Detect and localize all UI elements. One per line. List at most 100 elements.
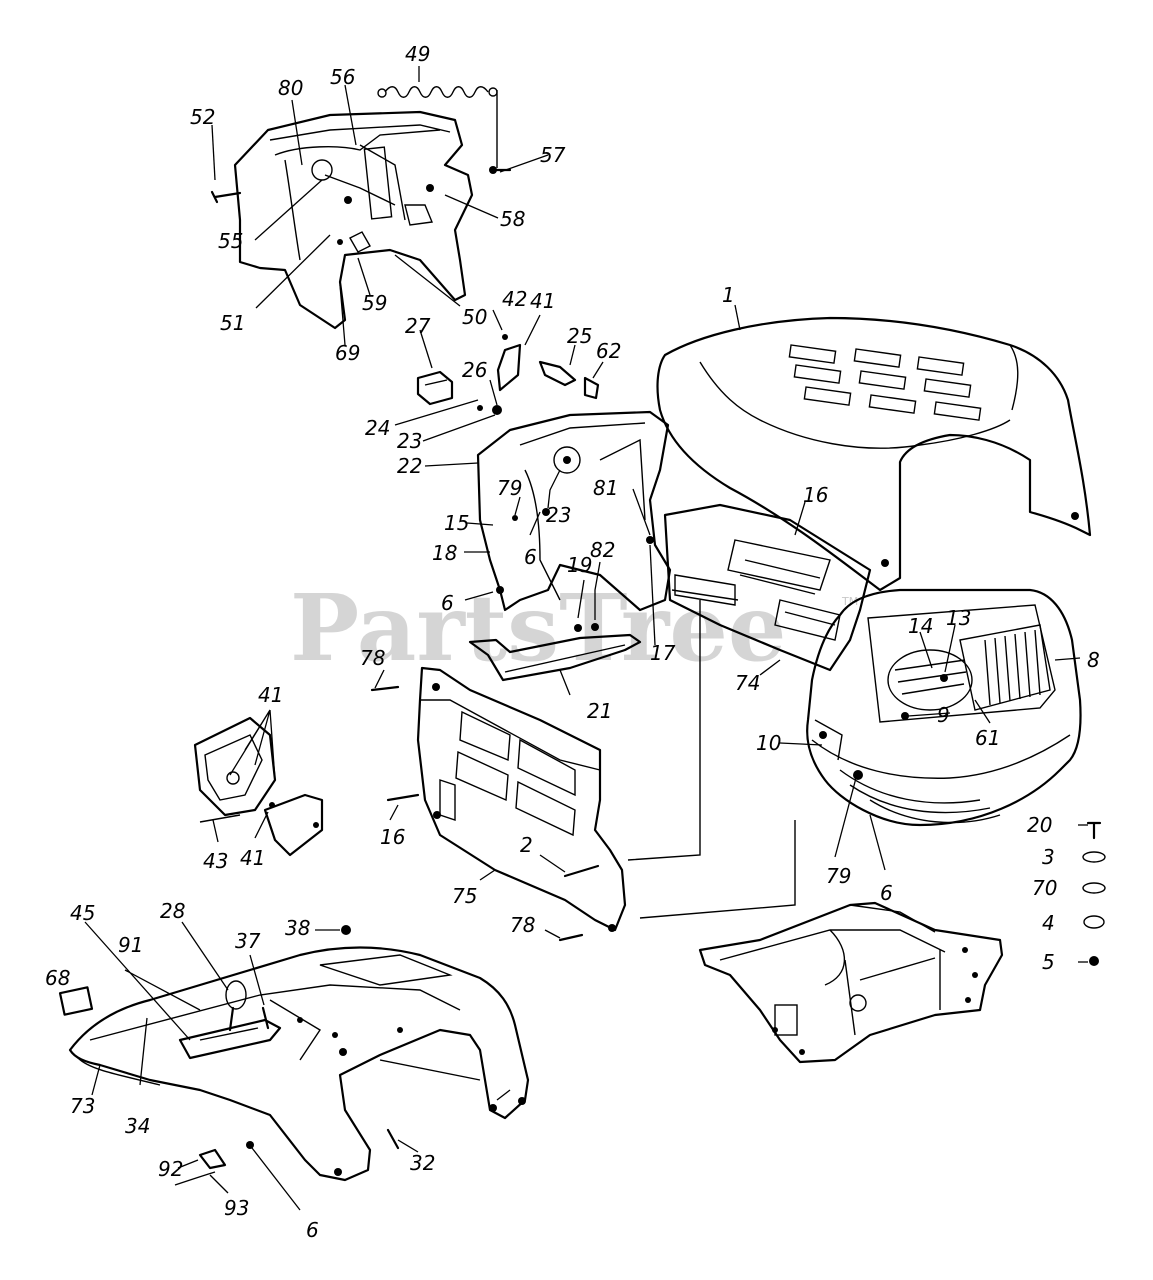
callout-34: 34 <box>125 1114 150 1138</box>
switch-27 <box>416 370 454 406</box>
hood-vents <box>788 344 982 421</box>
callout-59: 59 <box>362 291 387 315</box>
hardware-stack <box>1082 821 1106 966</box>
callout-55: 55 <box>218 229 243 253</box>
callout-6-dash: 6 <box>441 591 454 615</box>
callout-6-grille: 6 <box>880 881 893 905</box>
shift-assembly <box>178 980 282 1060</box>
callout-78-upper: 78 <box>360 646 385 670</box>
callout-15: 15 <box>444 511 469 535</box>
frame-section <box>698 901 1004 1064</box>
callout-42: 42 <box>502 287 527 311</box>
callout-32: 32 <box>410 1151 435 1175</box>
callout-8: 8 <box>1087 648 1100 672</box>
bolt-78-upper <box>370 685 400 692</box>
callout-25: 25 <box>567 324 592 348</box>
callout-80: 80 <box>278 76 303 100</box>
bolt-16-left <box>386 793 420 802</box>
callout-56: 56 <box>330 65 355 89</box>
callout-4: 4 <box>1042 911 1055 935</box>
fastener-26 <box>492 405 502 415</box>
side-panel <box>663 503 872 672</box>
front-panel <box>416 666 627 932</box>
bolt-2 <box>563 864 600 878</box>
callout-10: 10 <box>756 731 781 755</box>
callout-74: 74 <box>735 671 760 695</box>
callout-49: 49 <box>405 42 430 66</box>
callout-16-hood: 16 <box>803 483 828 507</box>
callout-24: 24 <box>365 416 390 440</box>
bolt-37 <box>261 1006 270 1030</box>
callouts: 1 2 3 4 5 6 6 6 6 8 9 10 13 14 15 16 16 … <box>45 42 1100 1242</box>
callout-93: 93 <box>224 1196 249 1220</box>
callout-1: 1 <box>722 283 735 307</box>
callout-17: 17 <box>650 641 676 665</box>
callout-75: 75 <box>452 884 477 908</box>
callout-41-top: 41 <box>530 289 555 313</box>
watermark-trademark: TM <box>841 595 858 608</box>
fastener-24 <box>477 405 483 411</box>
callout-22: 22 <box>397 454 422 478</box>
callout-2: 2 <box>520 833 533 857</box>
callout-91: 91 <box>118 933 143 957</box>
callout-52: 52 <box>190 105 215 129</box>
hood <box>656 316 1092 592</box>
callout-78-lower: 78 <box>510 913 535 937</box>
callout-41-lower: 41 <box>240 846 265 870</box>
pad-68 <box>58 986 94 1016</box>
callout-68: 68 <box>45 966 70 990</box>
callout-92: 92 <box>158 1157 183 1181</box>
callout-6-bottom: 6 <box>306 1218 319 1242</box>
spring-49 <box>377 86 498 98</box>
callout-37: 37 <box>235 929 261 953</box>
upper-console <box>233 110 474 330</box>
fender-deck <box>68 946 530 1182</box>
callout-73: 73 <box>70 1094 95 1118</box>
callout-79-grille: 79 <box>826 864 851 888</box>
leader-lines <box>84 66 1088 1211</box>
callout-21: 21 <box>587 699 612 723</box>
callout-6-panel: 6 <box>524 545 537 569</box>
grille-mesh <box>984 629 1041 706</box>
callout-14: 14 <box>908 614 933 638</box>
callout-19: 19 <box>567 553 592 577</box>
callout-3: 3 <box>1042 845 1055 869</box>
key-92 <box>174 1148 227 1186</box>
dash-panel <box>476 410 672 612</box>
bracket-41-top <box>496 343 522 392</box>
knob-62 <box>583 376 600 400</box>
callout-23-left: 23 <box>397 429 422 453</box>
callout-45: 45 <box>70 901 95 925</box>
callout-50: 50 <box>462 305 487 329</box>
grille-assembly <box>806 588 1082 827</box>
callout-79-dash: 79 <box>497 476 522 500</box>
callout-57: 57 <box>540 143 566 167</box>
callout-51: 51 <box>220 311 245 335</box>
callout-69: 69 <box>335 341 360 365</box>
callout-23-right: 23 <box>546 503 571 527</box>
callout-43: 43 <box>203 849 228 873</box>
callout-38: 38 <box>285 916 310 940</box>
callout-26: 26 <box>462 358 487 382</box>
callout-20: 20 <box>1027 813 1052 837</box>
callout-16-left: 16 <box>380 825 405 849</box>
callout-18: 18 <box>432 541 457 565</box>
callout-28: 28 <box>160 899 185 923</box>
nut-38 <box>341 925 351 935</box>
callout-13: 13 <box>946 606 971 630</box>
callout-62: 62 <box>596 339 621 363</box>
callout-58: 58 <box>500 207 525 231</box>
bolt-52 <box>210 190 242 204</box>
key-switch-25 <box>538 360 577 387</box>
callout-27: 27 <box>405 314 431 338</box>
callout-81: 81 <box>593 476 618 500</box>
support-bracket <box>468 623 642 682</box>
callout-9: 9 <box>937 703 950 727</box>
bolt-32 <box>386 1128 400 1150</box>
nut-6-bottom <box>246 1141 254 1149</box>
callout-41-group: 41 <box>258 683 283 707</box>
assembly-connectors <box>496 90 796 919</box>
bolt-78-lower <box>558 933 584 942</box>
callout-70: 70 <box>1032 876 1057 900</box>
